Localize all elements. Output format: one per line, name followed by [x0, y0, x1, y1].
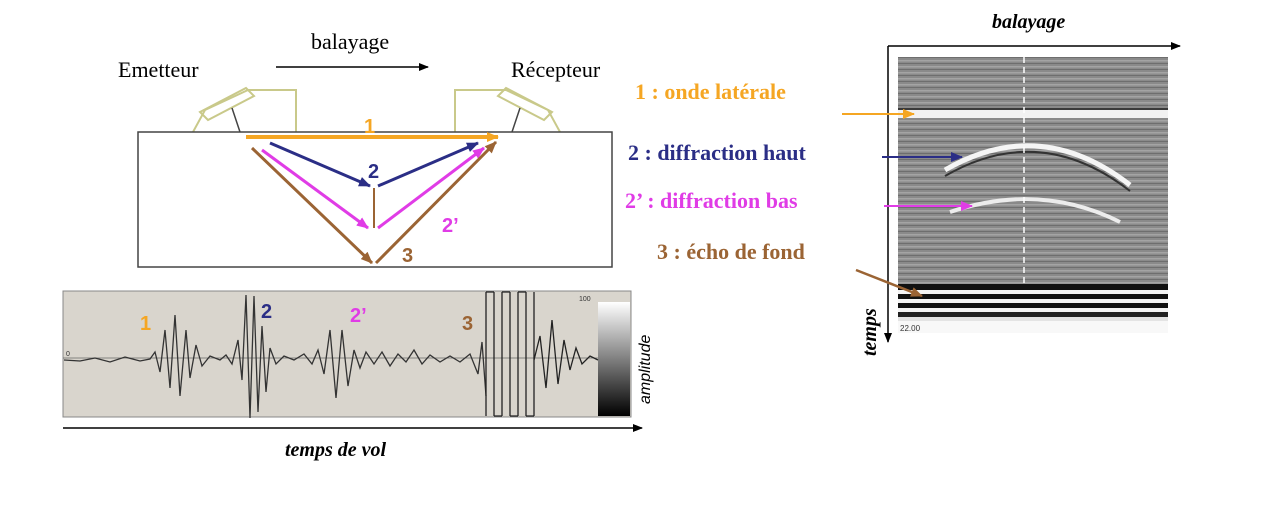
path-label-3: 3: [402, 245, 413, 267]
path-backwall-in: [250, 146, 374, 265]
amplitude-scale-mid: 0: [66, 351, 70, 358]
scan-direction-label: balayage: [311, 29, 389, 54]
bscan-corner-value: 22.00: [900, 324, 921, 333]
ascan-peak-label-1: 1: [140, 313, 151, 335]
legend-item-diffraction-top: 2 : diffraction haut: [628, 140, 807, 165]
bscan-diffraction-top-shadow: [944, 150, 1131, 192]
bscan-panel: balayage temps 22.00: [859, 11, 1181, 356]
legend: 1 : onde latérale 2 : diffraction haut 2…: [625, 79, 973, 298]
bscan-backwall-bands: [898, 284, 1168, 333]
bscan-diffraction-top-arc: [943, 143, 1132, 187]
ascan-peak-label-2-prime: 2’: [350, 305, 367, 327]
bscan-lateral-wave-edge: [898, 108, 1168, 110]
amplitude-label: amplitude: [637, 335, 654, 404]
probe-diagram: Emetteur Récepteur balayage 1 2 2’: [118, 29, 613, 268]
path-diff-top-out: [377, 141, 479, 188]
legend-arrow-backwall-echo: [855, 268, 923, 298]
legend-item-diffraction-bottom: 2’ : diffraction bas: [625, 188, 798, 213]
ascan-waveform: [63, 294, 487, 419]
emitter-label: Emetteur: [118, 57, 199, 82]
path-label-1: 1: [364, 116, 375, 138]
bscan-lateral-wave-band: [898, 110, 1168, 118]
receiver-label: Récepteur: [511, 57, 601, 82]
legend-item-backwall-echo: 3 : écho de fond: [657, 239, 805, 264]
amplitude-scale-top: 100: [579, 296, 591, 303]
ascan-background: [62, 290, 632, 418]
path-label-2: 2: [368, 161, 379, 183]
legend-item-lateral-wave: 1 : onde latérale: [635, 79, 786, 104]
amplitude-scale-bar: [598, 302, 630, 416]
ascan-peak-label-2: 2: [261, 301, 272, 323]
ascan-saturated-echo: [485, 291, 599, 417]
ascan-panel: 100 0 amplitude 1 2 2’ 3 temps de vol: [62, 290, 654, 461]
receiver-probe: [454, 86, 561, 133]
path-backwall-out: [374, 140, 498, 265]
time-of-flight-label: temps de vol: [285, 439, 387, 461]
path-diff-bottom-out: [377, 146, 485, 230]
bscan-scan-axis-label: balayage: [992, 11, 1065, 33]
bscan-time-axis-label: temps: [859, 308, 881, 356]
path-label-2-prime: 2’: [442, 215, 459, 237]
emitter-probe: [192, 86, 297, 133]
path-diff-bottom-in: [261, 148, 369, 230]
ascan-peak-label-3: 3: [462, 313, 473, 335]
path-diff-top-in: [269, 141, 371, 188]
